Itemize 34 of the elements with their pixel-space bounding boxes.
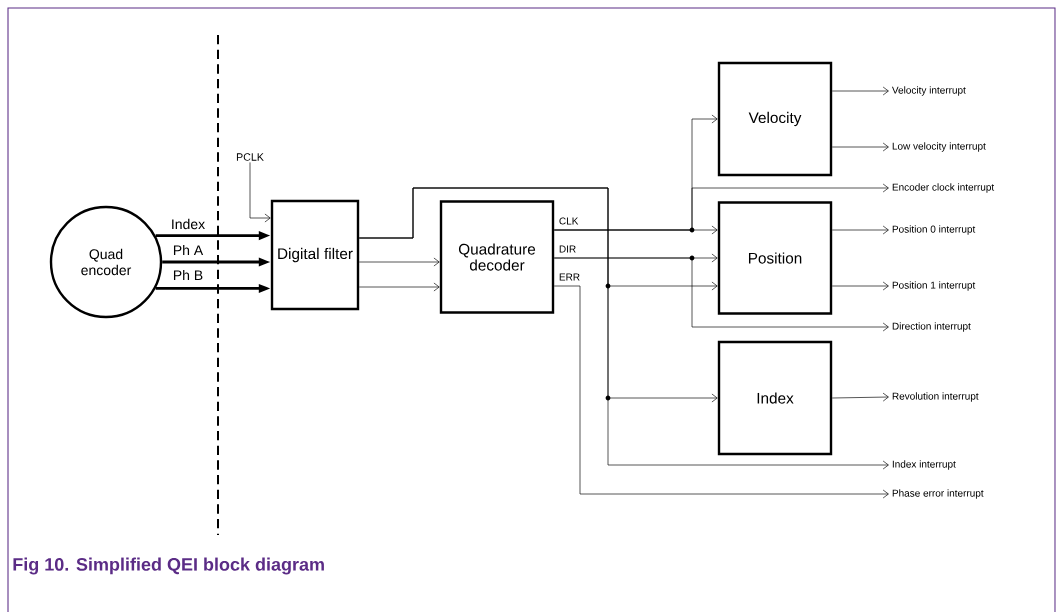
arrow	[831, 142, 889, 152]
block-box: Digital filter	[270, 199, 360, 311]
arrow	[249, 162, 271, 223]
edge-label: CLK	[559, 217, 579, 225]
arrow	[358, 282, 440, 292]
arrow	[831, 225, 889, 235]
output-label: Low velocity interrupt	[892, 142, 986, 152]
output-label: Revolution interrupt	[892, 392, 979, 402]
block-box: Position	[717, 201, 833, 315]
output-label: Velocity interrupt	[892, 86, 966, 96]
output-label: Encoder clock interrupt	[892, 183, 995, 193]
edge-label: Index	[172, 218, 205, 230]
output-label: Position 1 interrupt	[892, 281, 976, 291]
signal-label: PCLK	[236, 153, 264, 161]
edge-label: DIR	[559, 245, 576, 253]
output-label: Index interrupt	[892, 460, 956, 470]
arrow	[358, 187, 889, 470]
output-label: Position 0 interrupt	[892, 225, 976, 235]
arrow	[553, 257, 889, 332]
arrow	[358, 257, 440, 267]
output-label: Direction interrupt	[892, 322, 971, 332]
arrow	[831, 281, 889, 291]
arrow	[553, 183, 889, 231]
arrow	[553, 285, 889, 499]
output-label: Phase error interrupt	[892, 489, 984, 499]
block-box: Index	[717, 340, 833, 456]
edge-label: Ph B	[174, 269, 203, 281]
block-box: Quadrature decoder	[439, 200, 555, 314]
block-box: Velocity	[717, 61, 833, 177]
figure-caption: Fig 10. Simplified QEI block diagram	[13, 557, 324, 575]
arrow	[831, 392, 889, 402]
edge-label: Ph A	[174, 244, 204, 256]
arrow	[831, 86, 889, 96]
edge-label: ERR	[559, 273, 580, 281]
